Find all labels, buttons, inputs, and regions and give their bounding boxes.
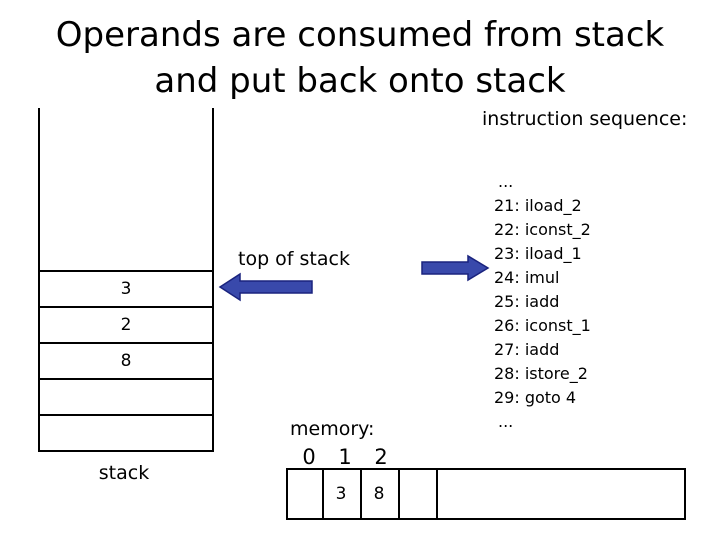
stack-label: stack	[98, 462, 150, 484]
stack-cell: 3	[40, 270, 212, 306]
instruction-item: ...	[498, 172, 514, 191]
stack-cell: 8	[40, 342, 212, 378]
title-line-1: Operands are consumed from stack	[55, 15, 665, 55]
instruction-sequence-heading: instruction sequence:	[482, 108, 688, 130]
memory-divider	[360, 468, 362, 520]
memory-divider	[286, 468, 288, 520]
instruction-item: ...	[498, 412, 514, 431]
instruction-item: 23: iload_1	[494, 244, 582, 263]
stack-column	[38, 108, 214, 452]
slide-title: Operands are consumed from stack and put…	[0, 12, 720, 104]
instruction-item: 21: iload_2	[494, 196, 582, 215]
instruction-item: 24: imul	[494, 268, 560, 287]
instruction-item: 29: goto 4	[494, 388, 577, 407]
instruction-item: 26: iconst_1	[494, 316, 591, 335]
stack-cell	[40, 414, 212, 450]
left-arrow-icon	[218, 272, 313, 302]
memory-divider	[398, 468, 400, 520]
memory-index: 1	[338, 445, 352, 469]
instruction-item: 28: istore_2	[494, 364, 588, 383]
stack-cell: 2	[40, 306, 212, 342]
instruction-item: 22: iconst_2	[494, 220, 591, 239]
memory-cell: 3	[335, 484, 347, 504]
instruction-sequence-list: ... 21: iload_2 22: iconst_2 23: iload_1…	[494, 170, 591, 434]
instruction-item: 25: iadd	[494, 292, 560, 311]
instruction-item: 27: iadd	[494, 340, 560, 359]
right-arrow-icon	[421, 254, 490, 282]
memory-index: 2	[374, 445, 388, 469]
memory-divider	[322, 468, 324, 520]
title-line-2: and put back onto stack	[154, 61, 566, 101]
memory-strip	[286, 468, 686, 520]
stack-cell	[40, 378, 212, 414]
top-of-stack-label: top of stack	[238, 248, 350, 270]
memory-index: 0	[302, 445, 316, 469]
memory-divider	[436, 468, 438, 520]
memory-divider	[684, 468, 686, 520]
memory-cell: 8	[373, 484, 385, 504]
memory-label: memory:	[290, 418, 375, 440]
